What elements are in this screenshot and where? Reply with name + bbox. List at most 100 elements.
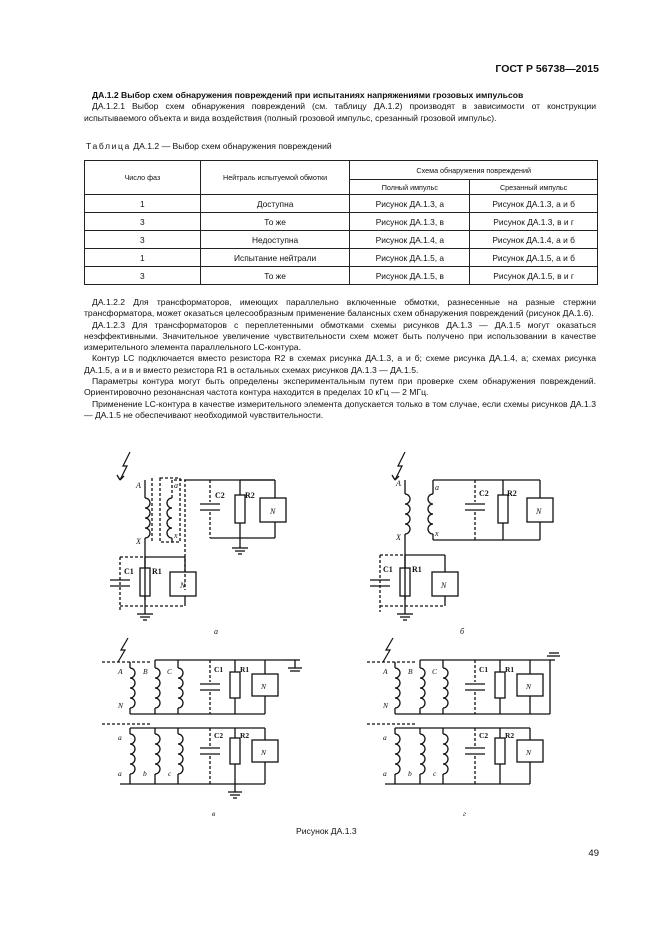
label-A: A (117, 667, 123, 676)
diagram-g: A B C N C1 R1 N a a b c C2 R2 N г (367, 637, 560, 818)
winding-b (419, 733, 426, 775)
label-meter: N (260, 748, 267, 757)
resistor-R2 (494, 737, 506, 765)
subfigure-label-b: б (460, 627, 465, 636)
label-C2: C2 (215, 491, 225, 500)
label-c: c (168, 769, 172, 778)
label-A: A (382, 667, 388, 676)
cell-phases: 3 (84, 212, 201, 231)
circuit-diagrams: A X a x C2 R2 N C1 R1 N а (102, 451, 560, 818)
label-b: b (408, 769, 412, 778)
label-C1: C1 (479, 665, 488, 674)
winding-A (394, 667, 401, 709)
lightning-icon (119, 451, 131, 481)
label-meter: N (525, 682, 532, 691)
cell-full: Рисунок ДА.1.5, а (349, 248, 471, 267)
label-R1: R1 (240, 665, 249, 674)
label-a: a (383, 769, 387, 778)
label-R1: R1 (412, 565, 422, 574)
meter-N (259, 497, 287, 523)
label-N: N (382, 701, 389, 710)
winding-a (394, 733, 401, 775)
label-c: c (433, 769, 437, 778)
lightning-icon (117, 637, 129, 663)
cell-phases: 1 (84, 248, 201, 267)
label-A: A (395, 479, 401, 488)
label-meter: N (535, 507, 542, 516)
winding-c (442, 733, 449, 775)
label-meter: N (525, 748, 532, 757)
cell-neutral: Доступна (199, 194, 351, 213)
resistor-R1 (229, 671, 241, 699)
resistor-R1 (494, 671, 506, 699)
winding-a-x (427, 493, 434, 535)
cell-chopped: Рисунок ДА.1.4, а и б (469, 230, 598, 249)
section-title: ДА.1.2 Выбор схем обнаружения повреждени… (92, 90, 524, 100)
winding-B (419, 667, 426, 709)
label-C1: C1 (214, 665, 223, 674)
label-x: x (434, 529, 439, 538)
label-meter: N (260, 682, 267, 691)
lightning-arrow (116, 474, 125, 481)
label-a: a (118, 769, 122, 778)
table-caption-text: ДА.1.2 — Выбор схем обнаружения поврежде… (133, 141, 332, 151)
winding-b (154, 733, 161, 775)
subfigure-label-g: г (463, 809, 466, 818)
label-C: C (432, 667, 438, 676)
label-C2: C2 (214, 731, 223, 740)
label-C1: C1 (383, 565, 393, 574)
label-A: A (135, 481, 141, 490)
cell-chopped: Рисунок ДА.1.3, а и б (469, 194, 598, 213)
cell-full: Рисунок ДА.1.5, в (349, 266, 471, 285)
winding-A-X (144, 497, 151, 539)
winding-c (177, 733, 184, 775)
paragraphs-block: ДА.1.2.2 Для трансформаторов, имеющих па… (84, 297, 596, 421)
subfigure-label-a: а (214, 627, 218, 636)
lightning-icon (382, 637, 394, 663)
cell-chopped: Рисунок ДА.1.5, а и б (469, 248, 598, 267)
label-b: b (143, 769, 147, 778)
document-code: ГОСТ Р 56738—2015 (495, 63, 599, 75)
paragraph: ДА.1.2.2 Для трансформаторов, имеющих па… (84, 297, 596, 319)
cell-full: Рисунок ДА.1.3, в (349, 212, 471, 231)
lightning-icon (394, 451, 406, 481)
label-a: a (435, 483, 439, 492)
section-intro: ДА.1.2 Выбор схем обнаружения повреждени… (84, 90, 596, 124)
winding-a-x (166, 497, 173, 539)
paragraph: Параметры контура могут быть определены … (84, 376, 596, 398)
resistor-R2 (497, 494, 509, 524)
label-meter: N (440, 581, 447, 590)
table-caption-prefix: Таблица (86, 141, 131, 151)
header-phases: Число фаз (84, 160, 201, 195)
winding-A-X (404, 493, 411, 535)
paragraph: Контур LC подключается вместо резистора … (84, 353, 596, 375)
cell-full: Рисунок ДА.1.3, а (349, 194, 471, 213)
cell-full: Рисунок ДА.1.4, а (349, 230, 471, 249)
figure-caption: Рисунок ДА.1.3 (296, 826, 357, 836)
header-neutral: Нейтраль испытуемой обмотки (199, 160, 351, 195)
winding-A (129, 667, 136, 709)
winding-C (177, 667, 184, 709)
cell-neutral: Испытание нейтрали (199, 248, 351, 267)
label-R2: R2 (245, 491, 255, 500)
label-B: B (408, 667, 413, 676)
resistor-R2 (234, 494, 246, 524)
header-scheme: Схема обнаружения повреждений (349, 160, 598, 180)
label-N: N (117, 701, 124, 710)
header-full-impulse: Полный импульс (349, 179, 471, 195)
cell-neutral: То же (199, 212, 351, 231)
diagram-v: A B C N C1 R1 N a a b c C2 R2 N в (102, 637, 302, 818)
label-X: X (135, 537, 142, 546)
label-meter: N (269, 507, 276, 516)
cell-chopped: Рисунок ДА.1.3, в и г (469, 212, 598, 231)
cell-neutral: То же (199, 266, 351, 285)
label-meter: N (179, 581, 186, 590)
winding-a (129, 733, 136, 775)
paragraph: Применение LC-контура в качестве измерит… (84, 398, 596, 420)
cell-neutral: Недоступна (199, 230, 351, 249)
table-caption: Таблица ДА.1.2 — Выбор схем обнаружения … (86, 141, 332, 151)
label-X: X (395, 533, 402, 542)
